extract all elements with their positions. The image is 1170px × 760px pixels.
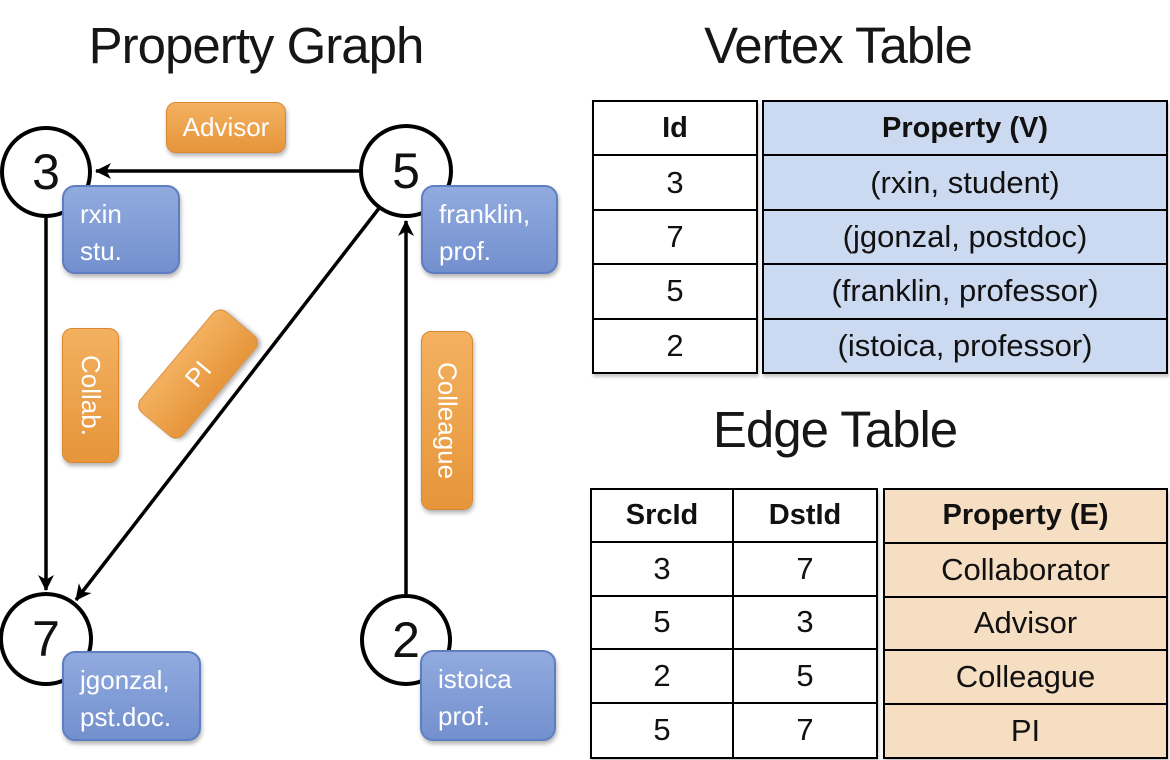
vertex-label-line2: prof. bbox=[438, 700, 491, 731]
vertex-label-line2: stu. bbox=[80, 235, 122, 266]
vertex-table-header-property: Property (V) bbox=[764, 102, 1166, 157]
vertex-label-jgonzal: jgonzal, pst.doc. bbox=[62, 651, 201, 741]
edge-table-property-cell: Collaborator bbox=[885, 544, 1166, 598]
edge-table-property-cell: Colleague bbox=[885, 651, 1166, 706]
vertex-table-id-cell: 7 bbox=[594, 211, 756, 266]
edge-table-property-cell: PI bbox=[1010, 713, 1041, 749]
vertex-table-property-cell: (rxin, student) bbox=[764, 156, 1166, 211]
edge-table-srcid-cell: 2 bbox=[592, 650, 734, 704]
vertex-table-property-cell: (jgonzal, postdoc) bbox=[764, 211, 1166, 266]
edge-table-dstid-cell: 3 bbox=[734, 597, 876, 651]
vertex-label-line1: franklin, bbox=[439, 199, 531, 229]
property-graph-title: Property Graph bbox=[88, 17, 425, 74]
edge-pi-5-to-7 bbox=[74, 205, 382, 602]
vertex-label-line2: prof. bbox=[439, 235, 492, 266]
vertex-table-property-column: Property (V) (rxin, student) (jgonzal, p… bbox=[762, 100, 1168, 374]
edge-table-src-dst-columns: SrcId DstId 3 7 5 3 2 5 5 7 bbox=[590, 488, 878, 759]
vertex-table-property-cell: (franklin, professor) bbox=[764, 265, 1166, 320]
edge-table-title: Edge Table bbox=[712, 401, 958, 458]
vertex-table-id-cell: 2 bbox=[666, 327, 684, 363]
vertex-table-id-cell: 5 bbox=[594, 265, 756, 320]
node-id-7: 7 bbox=[32, 611, 60, 667]
edge-label-advisor: Advisor bbox=[166, 102, 286, 153]
vertex-table-id-cell: 3 bbox=[594, 156, 756, 211]
edge-table-srcid-cell: 3 bbox=[592, 543, 734, 597]
edge-label-colleague: Colleague bbox=[421, 331, 473, 510]
vertex-label-line1: jgonzal, bbox=[80, 665, 170, 695]
node-id-2: 2 bbox=[392, 612, 420, 668]
vertex-label-line1: rxin bbox=[80, 199, 122, 229]
vertex-label-rxin: rxin stu. bbox=[62, 185, 180, 274]
vertex-label-line1: istoica bbox=[438, 664, 512, 694]
edge-table-dstid-cell: 7 bbox=[734, 543, 876, 597]
node-id-5: 5 bbox=[392, 143, 420, 199]
edge-label-collab: Collab. bbox=[62, 328, 119, 463]
vertex-table-property-cell: (istoica, professor) bbox=[837, 327, 1093, 363]
node-id-3: 3 bbox=[32, 144, 60, 200]
edge-table-header-dstid: DstId bbox=[734, 490, 876, 544]
vertex-table-title: Vertex Table bbox=[704, 17, 973, 74]
vertex-table-header-id: Id bbox=[594, 102, 756, 157]
vertex-label-istoica: istoica prof. bbox=[420, 650, 556, 741]
edge-table-dstid-cell: 7 bbox=[796, 712, 814, 748]
vertex-label-franklin: franklin, prof. bbox=[421, 185, 558, 274]
edge-table-srcid-cell: 5 bbox=[592, 596, 734, 651]
edge-table-srcid-cell: 5 bbox=[592, 703, 734, 757]
edge-table-header-srcid: SrcId bbox=[592, 490, 734, 544]
edge-table-dstid-cell: 5 bbox=[734, 650, 876, 704]
edge-table-header-property: Property (E) bbox=[885, 490, 1166, 544]
vertex-label-line2: pst.doc. bbox=[80, 701, 172, 732]
vertex-table-id-column: Id 3 7 5 2 bbox=[592, 100, 758, 374]
edge-table-property-cell: Advisor bbox=[885, 598, 1166, 652]
edge-table-property-column: Property (E) Collaborator Advisor Collea… bbox=[883, 488, 1168, 759]
